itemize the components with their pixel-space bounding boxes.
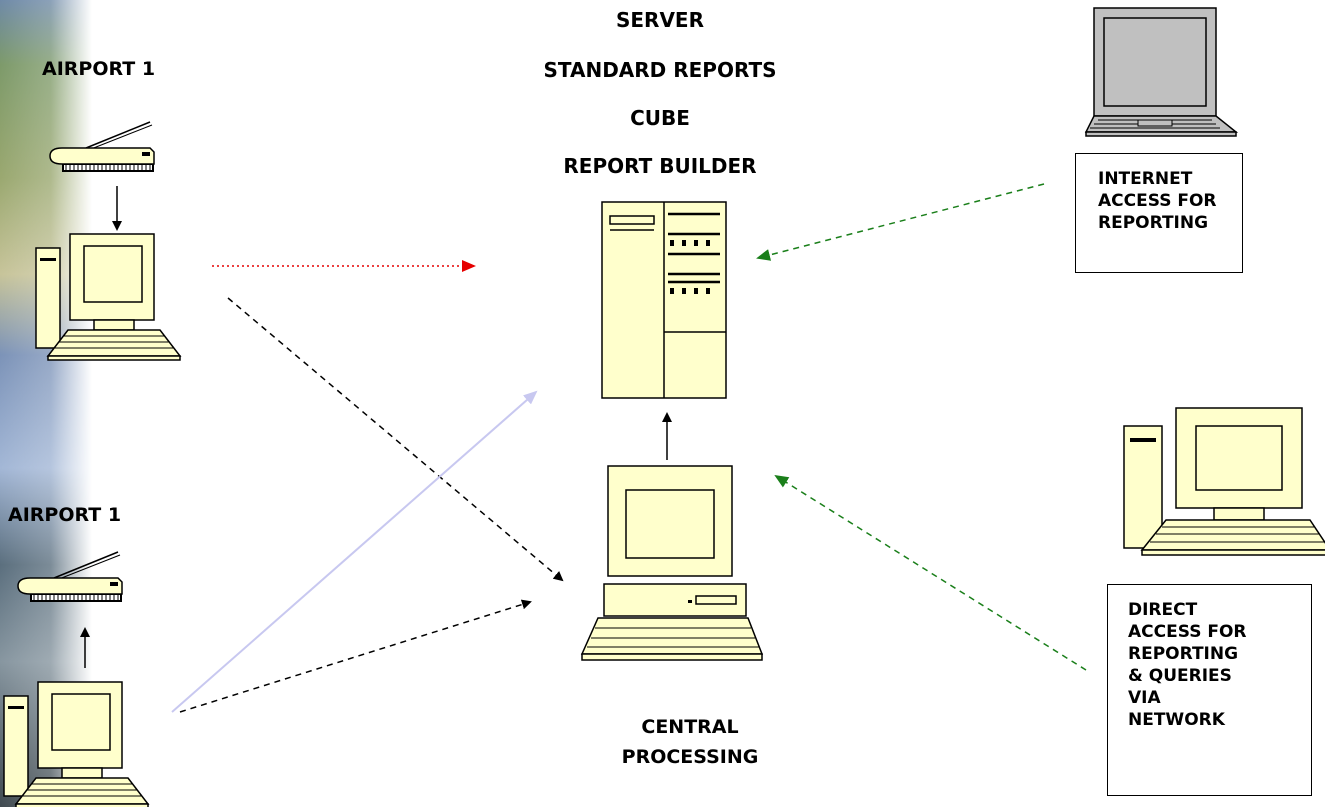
server-tower-icon (601, 201, 727, 399)
central-label-line: CENTRAL (641, 716, 739, 738)
report-builder-label: REPORT BUILDER (563, 154, 757, 178)
internet-access-box: INTERNET ACCESS FOR REPORTING (1075, 153, 1243, 273)
desktop-computer-icon (35, 233, 181, 361)
airport-bottom-label: AIRPORT 1 (8, 504, 122, 526)
desktop-computer-icon (3, 681, 149, 807)
direct-box-line: DIRECT (1128, 600, 1198, 620)
airport2-to-central-black-arrow (179, 599, 532, 713)
direct-box-line: NETWORK (1128, 710, 1225, 730)
direct-box-line: VIA (1128, 688, 1161, 708)
direct-to-central-green-arrow (774, 474, 1087, 671)
airport-to-central-black-arrow (227, 297, 564, 582)
airport2-to-server-lavender-arrow (171, 390, 538, 713)
internet-box-line: INTERNET (1098, 169, 1193, 189)
desktop-computer-icon (1123, 407, 1325, 556)
direct-box-line: & QUERIES (1128, 666, 1232, 686)
desktop-computer-icon (580, 465, 764, 661)
standard-reports-label: STANDARD REPORTS (543, 58, 777, 82)
internet-box-line: REPORTING (1098, 213, 1209, 233)
laptop-icon (1084, 7, 1239, 137)
internet-box-line: ACCESS FOR (1098, 191, 1217, 211)
central-label-line: PROCESSING (621, 746, 759, 768)
cube-label: CUBE (630, 106, 690, 130)
server-label: SERVER (615, 8, 704, 32)
direct-access-box: DIRECT ACCESS FOR REPORTING & QUERIES VI… (1107, 584, 1312, 796)
airport-top-label: AIRPORT 1 (42, 58, 156, 80)
direct-box-line: ACCESS FOR (1128, 622, 1247, 642)
landscape-strip (0, 0, 92, 807)
central-processing-label: CENTRAL PROCESSING (590, 712, 790, 772)
internet-to-server-green-arrow (756, 183, 1045, 261)
direct-box-line: REPORTING (1128, 644, 1239, 664)
